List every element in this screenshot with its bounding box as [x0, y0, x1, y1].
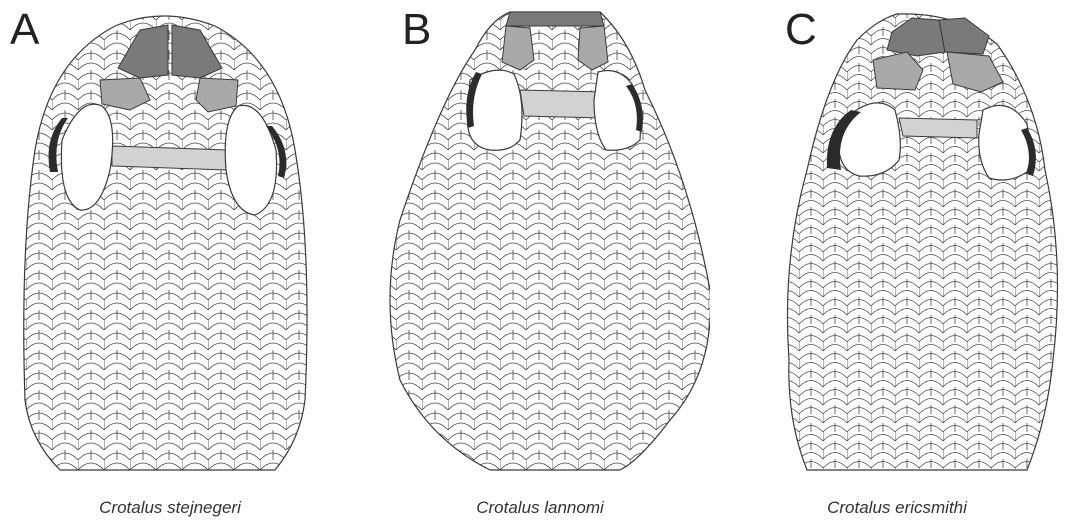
light-scale-row-b [520, 90, 604, 118]
head-outline-a [24, 16, 307, 470]
species-name-c: Crotalus ericsmithi [727, 498, 1067, 518]
panel-c: C Crotalus ericsmithi [727, 0, 1067, 525]
panel-a: A Crotalus stejnegeri [0, 0, 340, 525]
medium-scale-left-b [502, 26, 534, 70]
medium-scale-right-a [196, 78, 238, 112]
snake-head-diagram-b [370, 0, 710, 500]
species-name-a: Crotalus stejnegeri [0, 498, 340, 518]
light-scale-row-a [112, 146, 228, 170]
light-scale-row-c [899, 118, 977, 138]
dark-scale-right-c [939, 18, 989, 54]
head-outline-c [787, 14, 1057, 470]
snake-head-diagram-c [727, 0, 1067, 500]
dark-scale-top-b [506, 12, 604, 26]
panel-b: B Crotalus lannomi [370, 0, 710, 525]
snake-head-diagram-a [0, 0, 340, 500]
species-name-b: Crotalus lannomi [370, 498, 710, 518]
head-outline-b [390, 12, 710, 470]
medium-scale-right-b [578, 26, 608, 70]
